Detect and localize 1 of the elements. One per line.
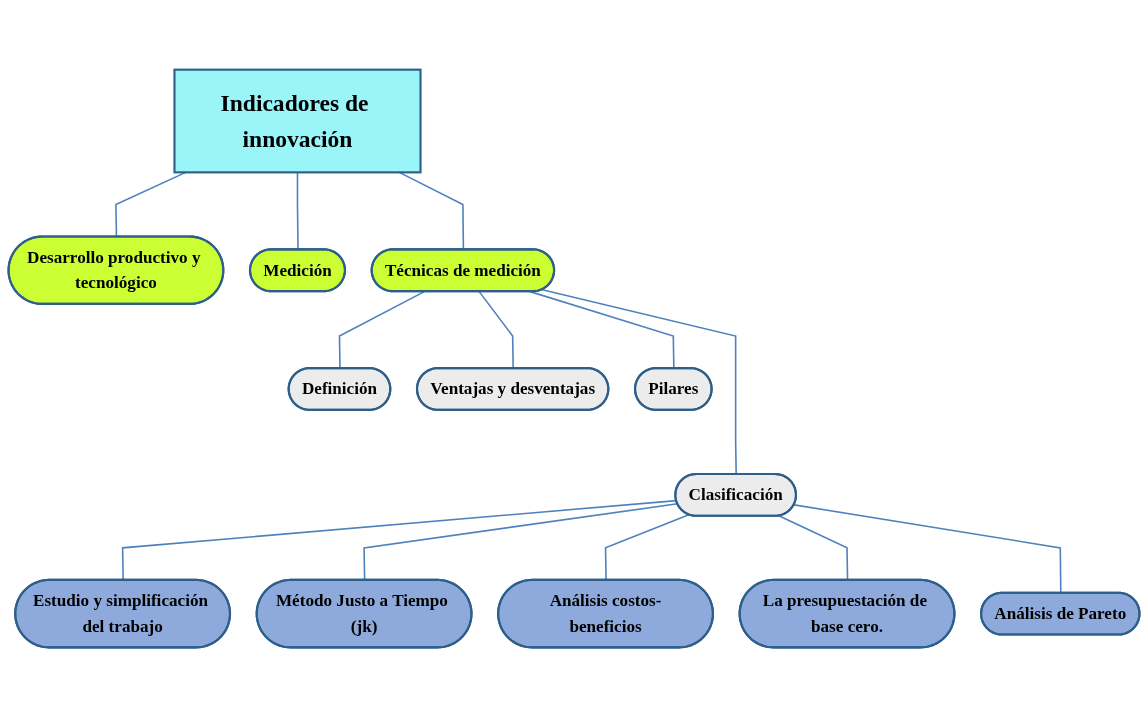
node-box: Indicadores de innovación bbox=[173, 68, 422, 174]
